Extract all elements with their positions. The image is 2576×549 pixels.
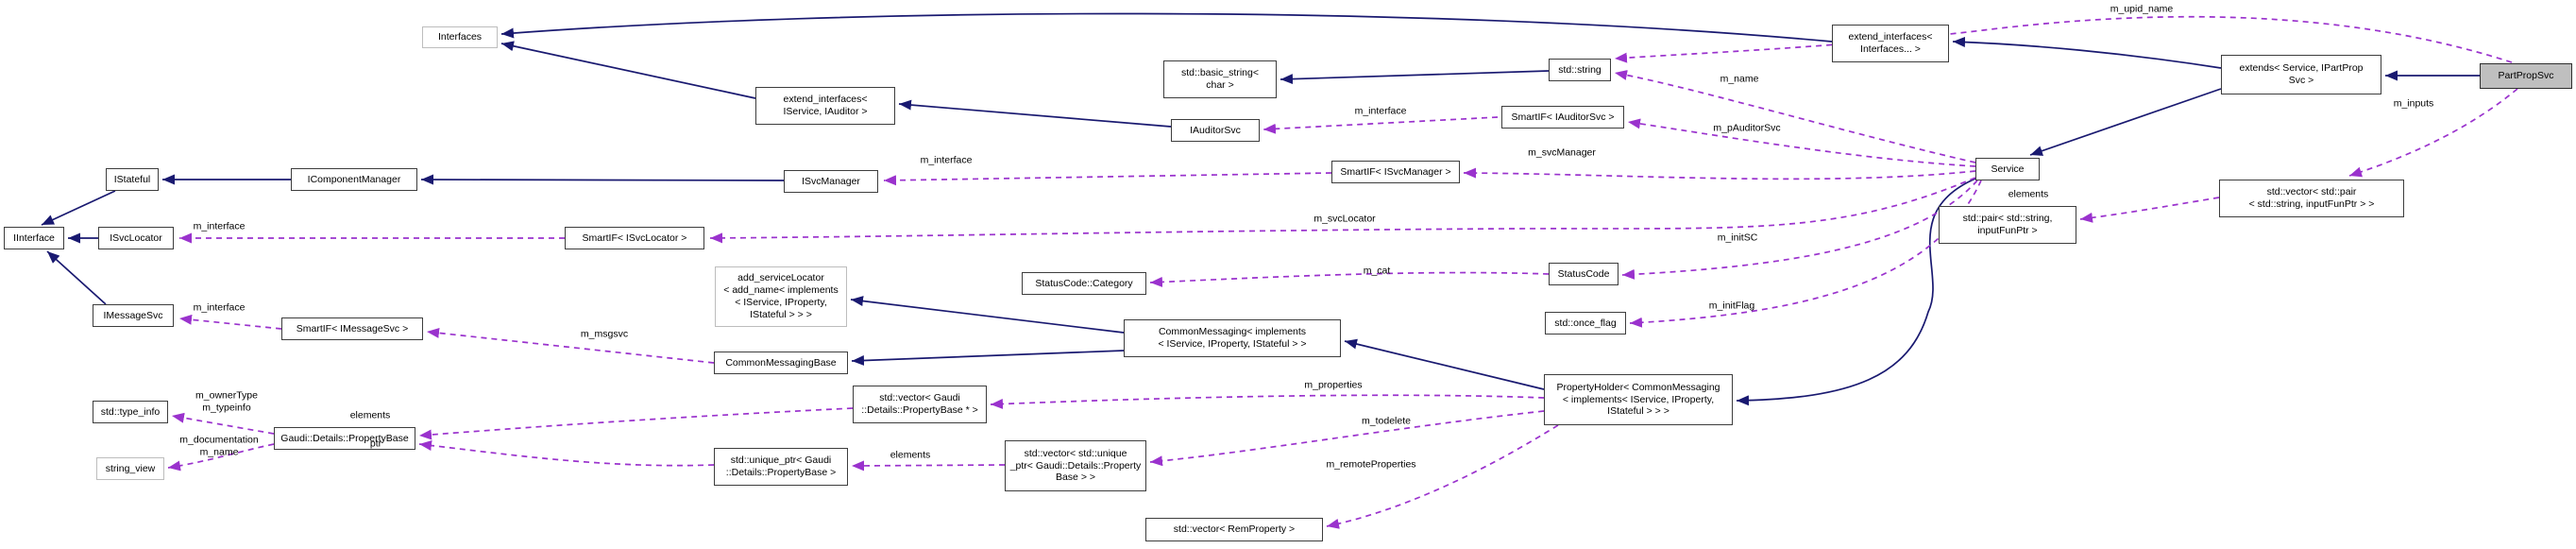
inheritance-edge-imessagesvc-to-iinterface — [46, 250, 107, 305]
inheritance-edge-std_string-to-std_basic_string_char — [1280, 70, 1550, 85]
node-extends_service_ipartpropsvc[interactable]: extends< Service, IPartProp Svc > — [2221, 55, 2381, 94]
inheritance-edge-extend_interfaces_iservice_iauditor-to-interfaces — [500, 41, 756, 99]
node-isvcmanager[interactable]: ISvcManager — [784, 170, 878, 193]
node-std_once_flag[interactable]: std::once_flag — [1545, 312, 1626, 335]
node-std_string[interactable]: std::string — [1549, 59, 1611, 81]
usage-edge-service-to-statuscode — [1621, 180, 1978, 280]
node-std_pair_string_inputfunptr[interactable]: std::pair< std::string, inputFunPtr > — [1939, 206, 2076, 244]
usage-edge-smartif_isvcmanager-to-isvcmanager — [883, 172, 1332, 186]
node-partpropsvc[interactable]: PartPropSvc — [2480, 63, 2572, 89]
usage-edge-std_vector_propertybase_ptr-to-gaudi_details_propertybase — [418, 407, 854, 440]
inheritance-edge-extends_service_ipartpropsvc-to-extend_interfaces_interfaces — [1952, 36, 2222, 69]
usage-edge-service-to-smartif_isvclocator — [709, 177, 1976, 244]
inheritance-edge-istateful-to-iinterface — [41, 190, 116, 226]
usage-edge-std_vector_unique_ptr-to-std_unique_ptr_propertybase — [851, 460, 1006, 472]
usage-edge-std_vector_pair-to-std_pair_string_inputfunptr — [2079, 197, 2220, 223]
node-commonmessaging[interactable]: CommonMessaging< implements < IService, … — [1124, 319, 1341, 357]
usage-edge-propertyholder-to-std_vector_unique_ptr — [1149, 410, 1545, 467]
usage-edge-gaudi_details_propertybase-to-string_view — [167, 443, 275, 472]
node-std_vector_pair[interactable]: std::vector< std::pair < std::string, in… — [2219, 180, 2404, 217]
node-iauditorsvc[interactable]: IAuditorSvc — [1171, 119, 1260, 142]
node-statuscode[interactable]: StatusCode — [1549, 263, 1618, 285]
node-isvclocator[interactable]: ISvcLocator — [98, 227, 174, 249]
usage-edge-statuscode-to-statuscode_category — [1149, 271, 1550, 287]
node-interfaces[interactable]: Interfaces — [422, 26, 498, 48]
usage-edge-service-to-smartif_iauditorsvc — [1627, 118, 1976, 167]
usage-edge-service-to-std_once_flag — [1629, 180, 1982, 328]
node-std_type_info[interactable]: std::type_info — [93, 401, 168, 423]
node-service[interactable]: Service — [1975, 158, 2040, 180]
node-istateful[interactable]: IStateful — [106, 168, 159, 191]
node-imessagesvc[interactable]: IMessageSvc — [93, 304, 174, 327]
usage-edge-service-to-std_string — [1614, 70, 1976, 163]
usage-edge-commonmessagingbase-to-smartif_imessagesvc — [426, 327, 715, 364]
node-std_basic_string_char[interactable]: std::basic_string< char > — [1163, 60, 1277, 98]
node-smartif_isvclocator[interactable]: SmartIF< ISvcLocator > — [565, 227, 704, 249]
node-std_unique_ptr_propertybase[interactable]: std::unique_ptr< Gaudi ::Details::Proper… — [714, 448, 848, 486]
inheritance-edge-commonmessaging-to-commonmessagingbase — [851, 350, 1125, 366]
inheritance-edge-extend_interfaces_interfaces-to-interfaces — [500, 12, 1833, 43]
node-smartif_iauditorsvc[interactable]: SmartIF< IAuditorSvc > — [1501, 106, 1624, 129]
node-string_view[interactable]: string_view — [96, 457, 164, 480]
node-gaudi_details_propertybase[interactable]: Gaudi::Details::PropertyBase — [274, 427, 415, 450]
inheritance-edge-propertyholder-to-commonmessaging — [1344, 338, 1545, 390]
node-smartif_isvcmanager[interactable]: SmartIF< ISvcManager > — [1331, 161, 1460, 183]
node-std_vector_propertybase_ptr[interactable]: std::vector< Gaudi ::Details::PropertyBa… — [853, 386, 987, 423]
node-extend_interfaces_interfaces[interactable]: extend_interfaces< Interfaces... > — [1832, 25, 1949, 62]
usage-edge-partpropsvc-to-std_vector_pair — [2348, 88, 2518, 178]
usage-edge-partpropsvc-to-std_string — [1614, 15, 2513, 63]
node-smartif_imessagesvc[interactable]: SmartIF< IMessageSvc > — [281, 317, 423, 340]
usage-edge-propertyholder-to-std_vector_remproperty — [1326, 424, 1559, 529]
node-iinterface[interactable]: IInterface — [4, 227, 64, 249]
node-commonmessagingbase[interactable]: CommonMessagingBase — [714, 352, 848, 374]
inheritance-edge-commonmessaging-to-add_servicelocator — [850, 296, 1125, 334]
node-propertyholder[interactable]: PropertyHolder< CommonMessaging < implem… — [1544, 374, 1733, 425]
usage-edge-service-to-smartif_isvcmanager — [1463, 167, 1976, 180]
node-statuscode_category[interactable]: StatusCode::Category — [1022, 272, 1146, 295]
node-std_vector_unique_ptr[interactable]: std::vector< std::unique _ptr< Gaudi::De… — [1005, 440, 1146, 491]
usage-edge-std_unique_ptr_propertybase-to-gaudi_details_propertybase — [418, 440, 715, 467]
usage-edge-propertyholder-to-std_vector_propertybase_ptr — [990, 394, 1545, 409]
node-add_servicelocator[interactable]: add_serviceLocator < add_name< implement… — [715, 266, 847, 327]
node-icomponentmanager[interactable]: IComponentManager — [291, 168, 417, 191]
usage-edge-smartif_iauditorsvc-to-iauditorsvc — [1263, 116, 1499, 134]
inheritance-edge-extends_service_ipartpropsvc-to-service — [2029, 88, 2222, 156]
node-std_vector_remproperty[interactable]: std::vector< RemProperty > — [1145, 518, 1323, 541]
inheritance-edge-iauditorsvc-to-extend_interfaces_iservice_iauditor — [898, 99, 1172, 128]
inheritance-edge-service-to-propertyholder — [1736, 178, 1976, 406]
usage-edge-gaudi_details_propertybase-to-std_type_info — [171, 412, 275, 435]
usage-edge-smartif_imessagesvc-to-imessagesvc — [178, 314, 282, 330]
node-extend_interfaces_iservice_iauditor[interactable]: extend_interfaces< IService, IAuditor > — [755, 87, 895, 125]
